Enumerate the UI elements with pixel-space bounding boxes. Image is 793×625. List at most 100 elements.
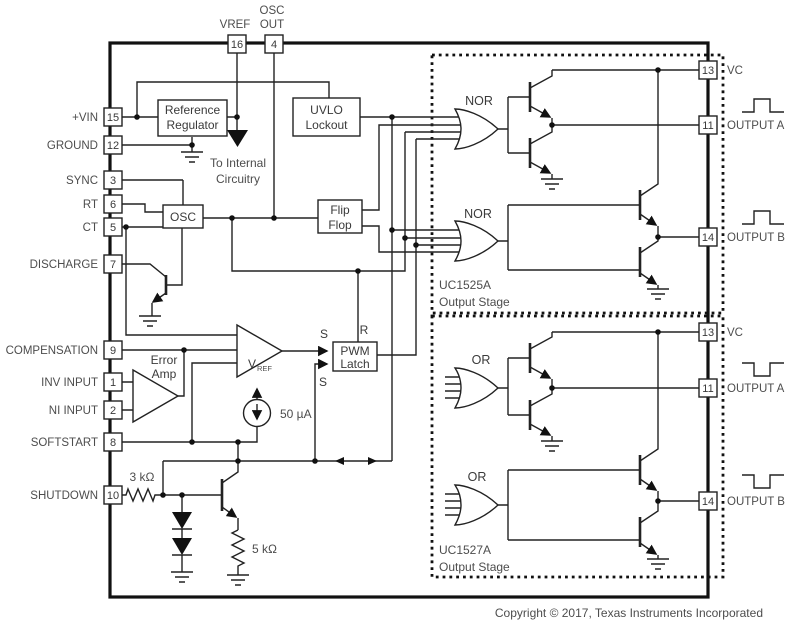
ground-symbol-5k — [227, 574, 249, 586]
pin-vc-1527-label: VC — [727, 327, 743, 339]
error-amp-label-2: Amp — [152, 367, 177, 381]
current-source-label: 50 µA — [280, 407, 312, 421]
uc1527a-stage-a-transistors — [445, 331, 699, 452]
block-osc: OSC — [162, 204, 204, 229]
latch-s-top-label: S — [320, 327, 328, 341]
pin-discharge-number: 7 — [110, 259, 116, 271]
waveform-negative-b-icon — [742, 474, 784, 489]
current-source — [242, 387, 272, 428]
pin-rt-number: 6 — [110, 199, 116, 211]
pin-compensation-number: 9 — [110, 345, 116, 357]
pin-inv-input-label: INV INPUT — [41, 377, 98, 389]
block-reference-regulator: Reference Regulator — [157, 99, 228, 137]
block-uvlo-lockout: UVLO Lockout — [292, 97, 361, 137]
gate-label-or-2: OR — [468, 470, 487, 484]
resistor-3k-label: 3 kΩ — [130, 470, 155, 484]
pin-ground-number: 12 — [107, 140, 119, 152]
pin-osc-out-number: 4 — [271, 39, 277, 51]
pin-inv-input-number: 1 — [110, 377, 116, 389]
pin-vin-number: 15 — [107, 112, 119, 124]
arrow-right-icon — [368, 457, 377, 465]
junction-dots — [123, 67, 661, 504]
pin-compensation-label: COMPENSATION — [6, 345, 98, 357]
pin-ni-input-number: 2 — [110, 405, 116, 417]
discharge-transistor — [122, 228, 183, 327]
resistor-5k — [230, 518, 246, 575]
gate-label-or-1: OR — [472, 353, 491, 367]
uc1527a-stage-b-transistors — [445, 332, 699, 570]
comparator-vref-label: V — [248, 357, 256, 371]
uc1525a-stage-a-transistors — [498, 69, 699, 190]
latch-r-label: R — [360, 323, 369, 337]
ground-symbol-1527a-b — [647, 555, 669, 570]
pin-compensation: 9 COMPENSATION — [6, 340, 123, 360]
pin-shutdown-number: 10 — [107, 490, 119, 502]
pin-ni-input: 2 NI INPUT — [49, 400, 123, 420]
pin-rt: 6 RT — [83, 194, 123, 214]
pin-out-a-1527-label: OUTPUT A — [727, 383, 785, 395]
pin-osc-out: 4 OSC OUT — [260, 5, 284, 54]
pin-osc-out-label-2: OUT — [260, 19, 284, 31]
flip-flop-label-2: Flop — [328, 218, 352, 232]
ground-symbol-diodes — [171, 571, 193, 583]
pin-softstart-label: SOFTSTART — [31, 437, 98, 449]
pin-ni-input-label: NI INPUT — [49, 405, 98, 417]
pin-out-b-1525-label: OUTPUT B — [727, 232, 785, 244]
pin-softstart: 8 SOFTSTART — [31, 432, 123, 452]
ground-symbol-discharge — [139, 303, 161, 327]
pin-ct: 5 CT — [83, 217, 123, 237]
copyright-text: Copyright © 2017, Texas Instruments Inco… — [495, 606, 763, 620]
latch-s-bottom-label: S — [319, 375, 327, 389]
pin-inv-input: 1 INV INPUT — [41, 372, 123, 392]
ground-symbol-1525a-a — [541, 174, 563, 190]
pin-out-a-1525-number: 11 — [702, 120, 713, 132]
gate-label-nor-2: NOR — [464, 207, 492, 221]
uc1527a-stage-box — [430, 314, 725, 579]
block-pwm-latch: PWM Latch S R S — [319, 323, 378, 389]
pin-discharge-label: DISCHARGE — [30, 259, 99, 271]
uvlo-label-1: UVLO — [310, 103, 343, 117]
reference-regulator-label-1: Reference — [165, 103, 221, 117]
pin-shutdown: 10 SHUTDOWN — [30, 485, 123, 505]
uvlo-label-2: Lockout — [305, 118, 348, 132]
pin-ct-number: 5 — [110, 222, 116, 234]
ground-symbol-1525a-b — [647, 285, 669, 300]
or-gate-b-1527 — [453, 484, 500, 526]
flip-flop-label-1: Flip — [330, 203, 350, 217]
pin-out-b-1527-number: 14 — [702, 496, 714, 508]
uc1525a-stage-label: Output Stage — [439, 295, 510, 309]
pin-vref: 16 VREF — [220, 19, 250, 54]
pin-out-a-1525-label: OUTPUT A — [727, 120, 785, 132]
oscillator-wires — [122, 132, 406, 342]
pin-sync-label: SYNC — [66, 175, 98, 187]
down-arrow-icon — [227, 130, 248, 147]
pin-discharge: 7 DISCHARGE — [30, 254, 123, 274]
block-flip-flop: Flip Flop — [317, 199, 363, 234]
ground-symbol-1527a-a — [541, 436, 563, 452]
uc1525a-name-label: UC1525A — [439, 278, 491, 292]
pin-vc-1525-number: 13 — [702, 65, 714, 77]
comparator-vref-sub-label: REF — [257, 364, 272, 373]
waveform-positive-b-icon — [742, 210, 784, 225]
pin-out-b-1525-number: 14 — [702, 232, 714, 244]
pwm-comparator: V REF — [236, 323, 284, 379]
arrow-left-icon — [335, 457, 344, 465]
pin-sync: 3 SYNC — [66, 170, 123, 190]
gates: NOR NOR OR OR — [453, 94, 500, 526]
waveform-negative-a-icon — [742, 362, 784, 377]
nor-gate-a-1525 — [453, 108, 500, 150]
power-wires — [122, 53, 330, 218]
osc-label: OSC — [170, 210, 196, 224]
uc1527a-pins: 13 VC 11 OUTPUT A 14 OUTPUT B — [698, 322, 785, 511]
pwm-latch-label-1: PWM — [340, 344, 369, 358]
pin-ground: 12 GROUND — [47, 135, 123, 155]
pin-out-b-1527-label: OUTPUT B — [727, 496, 785, 508]
to-internal-circuitry-label-1: To Internal — [210, 156, 266, 170]
error-amp: Error Amp — [132, 353, 180, 424]
ground-symbol-refreg — [181, 151, 203, 163]
uc1525a-pins: 13 VC 11 OUTPUT A 14 OUTPUT B — [698, 60, 785, 247]
pin-rt-label: RT — [83, 199, 98, 211]
pwm-latch-label-2: Latch — [340, 357, 369, 371]
logic-wires — [360, 116, 462, 461]
